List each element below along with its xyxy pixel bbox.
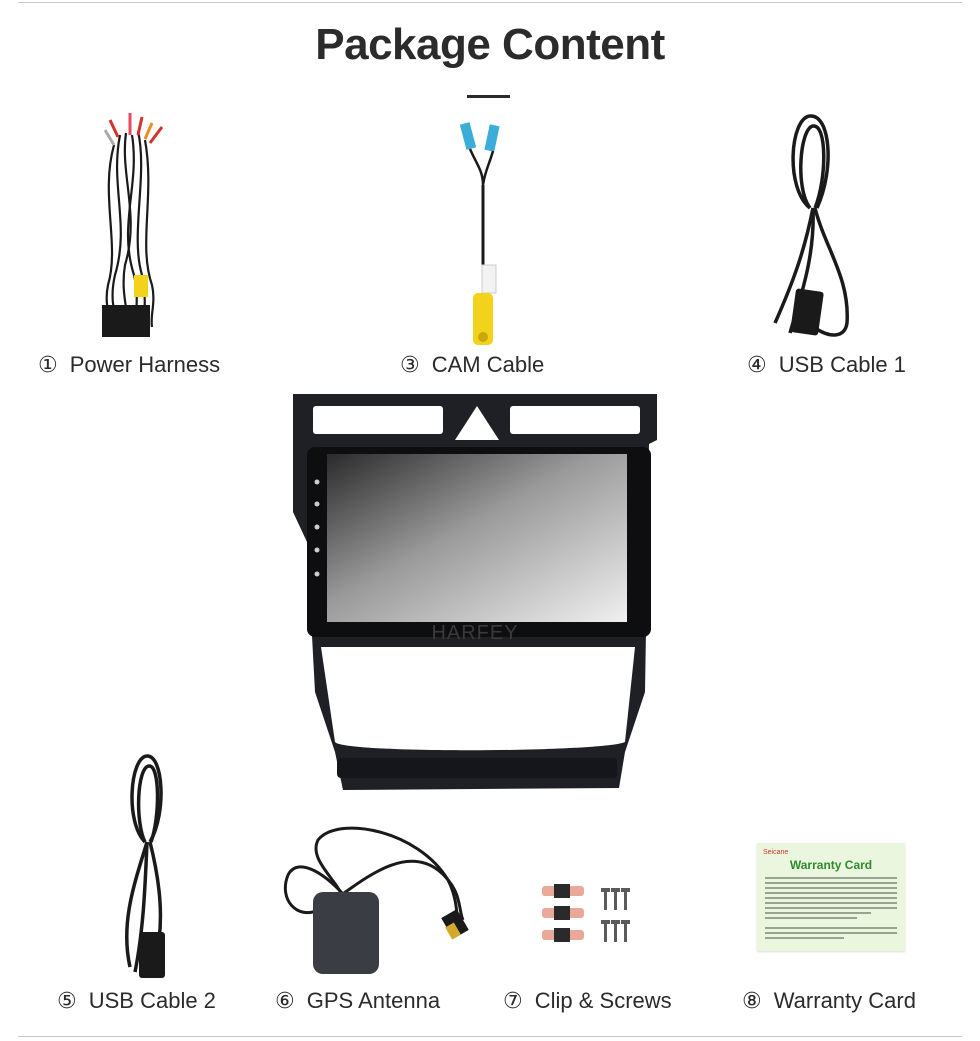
- item-text: Clip & Screws: [534, 988, 672, 1013]
- item-number: ①: [38, 352, 58, 377]
- head-unit-image: [293, 394, 657, 790]
- package-item-label: ① Power Harness: [38, 352, 220, 378]
- item-number: ⑦: [503, 988, 523, 1013]
- usb-cable-icon: [125, 754, 165, 978]
- item-text: USB Cable 1: [778, 352, 906, 377]
- page-title: Package Content: [315, 20, 665, 69]
- title-underline: [467, 95, 510, 98]
- camera-cable-icon: [459, 122, 500, 345]
- wiring-harness-icon: [102, 113, 164, 337]
- item-text: CAM Cable: [431, 352, 545, 377]
- package-item-label: ⑦ Clip & Screws: [503, 988, 672, 1014]
- package-item-label: ④ USB Cable 1: [747, 352, 906, 378]
- warranty-card-icon: Seicane Warranty Card: [757, 843, 905, 951]
- item-number: ⑥: [275, 988, 295, 1013]
- package-item-label: ③ CAM Cable: [400, 352, 544, 378]
- item-number: ③: [400, 352, 420, 377]
- warranty-card-heading: Warranty Card: [789, 858, 873, 872]
- warranty-card-brand: Seicane: [763, 849, 789, 856]
- item-number: ④: [747, 352, 767, 377]
- item-number: ⑤: [57, 988, 77, 1013]
- item-number: ⑧: [742, 988, 762, 1013]
- package-item-label: ⑥ GPS Antenna: [275, 988, 440, 1014]
- package-item-label: ⑧ Warranty Card: [742, 988, 916, 1014]
- item-text: Warranty Card: [773, 988, 916, 1013]
- item-text: USB Cable 2: [88, 988, 216, 1013]
- clips-screws-icon: [542, 884, 630, 942]
- usb-cable-icon: [773, 114, 849, 337]
- warranty-card-text-lines: [765, 877, 897, 939]
- head-unit-brand: HARFEY: [431, 622, 519, 644]
- package-item-label: ⑤ USB Cable 2: [57, 988, 216, 1014]
- item-text: GPS Antenna: [306, 988, 441, 1013]
- gps-antenna-icon: [283, 826, 469, 974]
- bottom-divider: [18, 1036, 962, 1037]
- item-text: Power Harness: [69, 352, 221, 377]
- top-divider: [18, 2, 962, 3]
